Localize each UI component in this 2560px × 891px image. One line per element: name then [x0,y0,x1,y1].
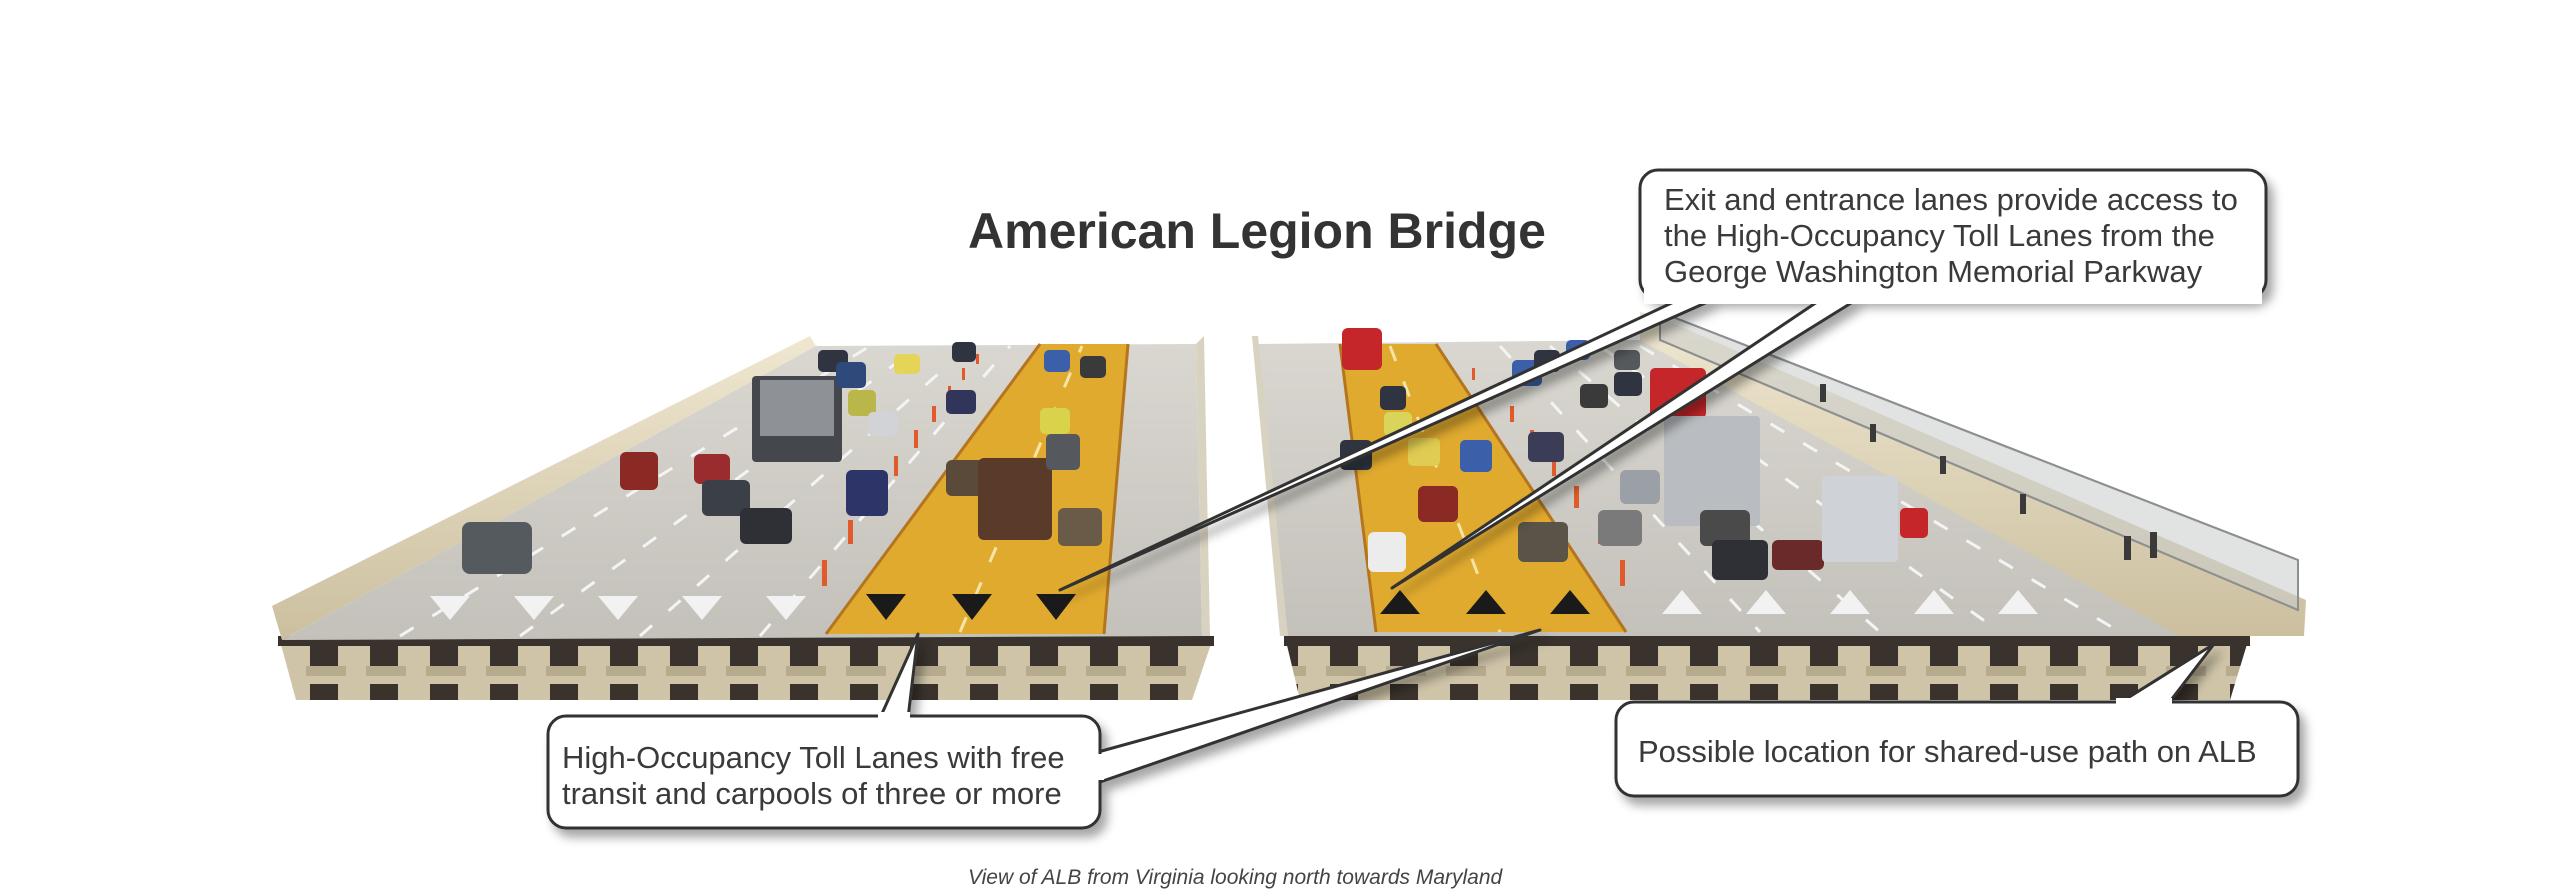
arrow-down-icon [1036,594,1076,620]
callout-line: the High-Occupancy Toll Lanes from the [1664,218,2215,253]
callout-line: George Washington Memorial Parkway [1664,254,2203,289]
shared-use-path-fence [1659,310,2299,612]
callout-access-lanes [1058,168,2268,592]
arrow-up-icon [1380,590,1420,614]
arrow-up-icon [1466,590,1506,614]
callout-access-lanes-text: Exit and entrance lanes provide access t… [1664,182,2238,290]
pedestrians [1820,384,2157,560]
left-deck-parapet [272,336,816,640]
arrow-down-icon [866,594,906,620]
right-deck [1252,310,2306,700]
right-deck-girders [1286,641,2248,700]
left-deck [272,336,1214,700]
callout-line: High-Occupancy Toll Lanes with free [562,740,1065,775]
callout-shared-path [1614,642,2300,798]
callout-hot-lanes [546,628,1542,830]
callout-line: transit and carpools of three or more [562,776,1062,811]
page-title: American Legion Bridge [968,203,1546,259]
arrow-down-icon [952,594,992,620]
callout-hot-lanes-text: High-Occupancy Toll Lanes with free tran… [562,740,1065,812]
left-deck-vehicles [462,342,1106,574]
callout-line: Exit and entrance lanes provide access t… [1664,182,2238,217]
figure-caption: View of ALB from Virginia looking north … [968,866,1503,889]
arrow-up-icon [1550,590,1590,614]
left-deck-girders [280,641,1212,700]
callout-shared-path-text: Possible location for shared-use path on… [1638,734,2257,769]
